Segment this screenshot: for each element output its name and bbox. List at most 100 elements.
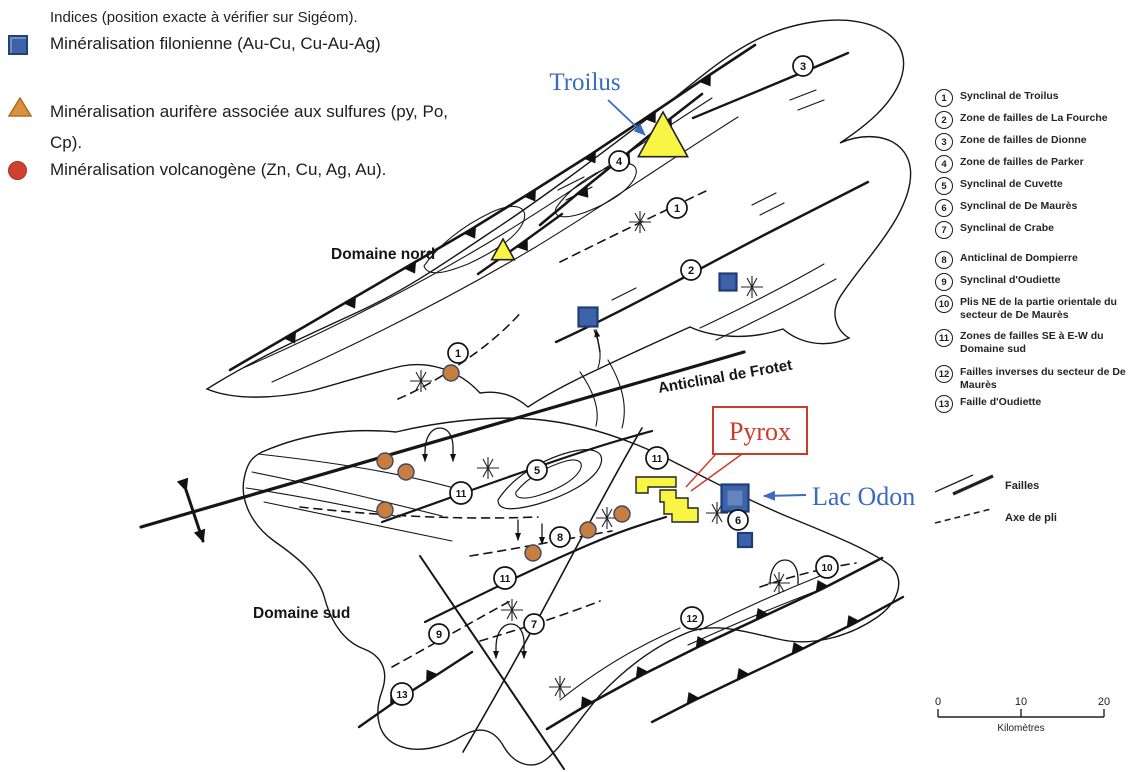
south-thrust-front bbox=[650, 595, 905, 724]
structure-number-text: 7 bbox=[531, 619, 537, 631]
line-legend-item-fold-axis: Axe de pli bbox=[933, 503, 1057, 532]
blue-square-icon bbox=[8, 34, 50, 55]
structure-number-text: 8 bbox=[557, 532, 563, 544]
pyrox-deposit-shape bbox=[635, 476, 699, 523]
red-circle-icon bbox=[8, 160, 50, 180]
structure-number-11: 11 bbox=[493, 566, 517, 590]
line-legend-item-faults: Failles bbox=[933, 468, 1039, 503]
structure-number-text: 10 bbox=[821, 563, 833, 574]
volcanogenic-marker bbox=[442, 364, 460, 382]
troilus-arrow bbox=[607, 99, 646, 136]
volcanogenic-marker bbox=[376, 452, 394, 470]
structure-number-3: 3 bbox=[792, 55, 814, 77]
scale-tick-20: 20 bbox=[1098, 696, 1110, 708]
fold-axis-icon bbox=[933, 503, 995, 532]
structure-legend-label: Anticlinal de Dompierre bbox=[960, 252, 1078, 264]
fold-interference-symbols bbox=[410, 211, 790, 698]
south-fold-axes bbox=[299, 506, 857, 668]
structure-number-12: 12 bbox=[680, 606, 704, 630]
volcanogenic-marker bbox=[376, 501, 394, 519]
fault-dionne bbox=[691, 51, 850, 120]
scale-tick-0: 0 bbox=[935, 696, 941, 708]
scale-tick-10: 10 bbox=[1015, 696, 1027, 708]
cuvette-lens-inner bbox=[515, 459, 582, 499]
fault-la-fourche bbox=[554, 180, 870, 344]
domaine-sud-label: Domaine sud bbox=[253, 605, 350, 622]
volcanogenic-marker bbox=[579, 521, 597, 539]
structure-number-2: 2 bbox=[680, 259, 702, 281]
volcanogenic-marker bbox=[524, 544, 542, 562]
vein-marker bbox=[736, 531, 754, 549]
structure-number-11: 11 bbox=[449, 481, 473, 505]
structure-number-1: 1 bbox=[666, 197, 688, 219]
orange-triangle-icon bbox=[7, 96, 50, 122]
south-fault bbox=[380, 429, 654, 524]
south-fault bbox=[419, 555, 565, 770]
geology-line-art bbox=[139, 19, 912, 770]
structure-number-badge: 13 bbox=[935, 395, 953, 413]
volcanogenic-markers-layer bbox=[376, 364, 631, 562]
pyrox-leader-line bbox=[685, 453, 717, 488]
structure-legend-label: Zone de failles de Dionne bbox=[960, 134, 1087, 146]
cuvette-lens bbox=[497, 449, 603, 510]
oudiette-thrust bbox=[357, 650, 474, 729]
line-legend-label: Axe de pli bbox=[1005, 511, 1057, 524]
fold-interference-asterisk bbox=[501, 599, 523, 621]
fold-interference-asterisk bbox=[768, 572, 790, 594]
structure-number-6: 6 bbox=[727, 509, 749, 531]
structure-legend-item-6: 6 Synclinal de De Maurès bbox=[935, 199, 1137, 217]
fold-hinge-symbols bbox=[422, 427, 799, 659]
gold-marker bbox=[490, 237, 516, 261]
structure-legend-item-8: 8 Anticlinal de Dompierre bbox=[935, 251, 1137, 269]
structure-number-7: 7 bbox=[523, 613, 545, 635]
north-lobe-line bbox=[699, 263, 825, 329]
line-legend-label: Failles bbox=[1005, 479, 1040, 492]
structure-legend-item-13: 13 Faille d'Oudiette bbox=[935, 395, 1137, 413]
legend-item-label: Minéralisation aurifère associée aux sul… bbox=[50, 102, 448, 153]
structure-number-text: 4 bbox=[616, 156, 623, 168]
fold-interference-asterisk bbox=[741, 276, 763, 298]
pyrox-leader-line bbox=[690, 453, 743, 492]
structure-number-4: 4 bbox=[608, 150, 630, 172]
structure-legend-label: Zone de failles de La Fourche bbox=[960, 112, 1108, 124]
structure-legend-label: Synclinal de Cuvette bbox=[960, 178, 1063, 190]
structure-number-badge: 12 bbox=[935, 365, 953, 383]
structure-number-10: 10 bbox=[815, 555, 839, 579]
structure-number-badge: 8 bbox=[935, 251, 953, 269]
structure-number-8: 8 bbox=[549, 526, 571, 548]
structure-legend-label: Zones de failles SE à E-W du Domaine sud bbox=[960, 330, 1104, 356]
structure-number-text: 2 bbox=[688, 265, 694, 277]
south-thrust-front bbox=[545, 556, 884, 731]
structure-number-text: 11 bbox=[456, 489, 467, 500]
shear-indicators bbox=[557, 89, 825, 301]
structure-number-11: 11 bbox=[645, 446, 669, 470]
structure-number-text: 12 bbox=[686, 614, 698, 625]
structure-legend-item-5: 5 Synclinal de Cuvette bbox=[935, 177, 1137, 195]
vein-markers-layer bbox=[577, 272, 754, 549]
volcanogenic-marker bbox=[613, 505, 631, 523]
fold-interference-asterisk bbox=[629, 211, 651, 233]
structure-number-text: 13 bbox=[396, 690, 408, 701]
structure-legend-label: Faille d'Oudiette bbox=[960, 396, 1042, 408]
structure-number-badge: 6 bbox=[935, 199, 953, 217]
structure-number-badge: 3 bbox=[935, 133, 953, 151]
vein-marker bbox=[718, 272, 738, 292]
structure-number-badge: 5 bbox=[935, 177, 953, 195]
legend-item-orange-triangle: Minéralisation aurifère associée aux sul… bbox=[7, 96, 448, 159]
structure-legend-label: Synclinal d'Oudiette bbox=[960, 274, 1061, 286]
fold-interference-asterisk bbox=[596, 507, 618, 529]
blue-square bbox=[8, 35, 28, 55]
faults-icon bbox=[933, 468, 995, 503]
frotet-anticline-line bbox=[139, 350, 746, 529]
structure-legend-label: Synclinal de De Maurès bbox=[960, 200, 1078, 212]
fold-axis bbox=[397, 310, 523, 400]
structure-number-text: 11 bbox=[652, 454, 663, 465]
fold-interference-asterisk bbox=[477, 457, 499, 479]
